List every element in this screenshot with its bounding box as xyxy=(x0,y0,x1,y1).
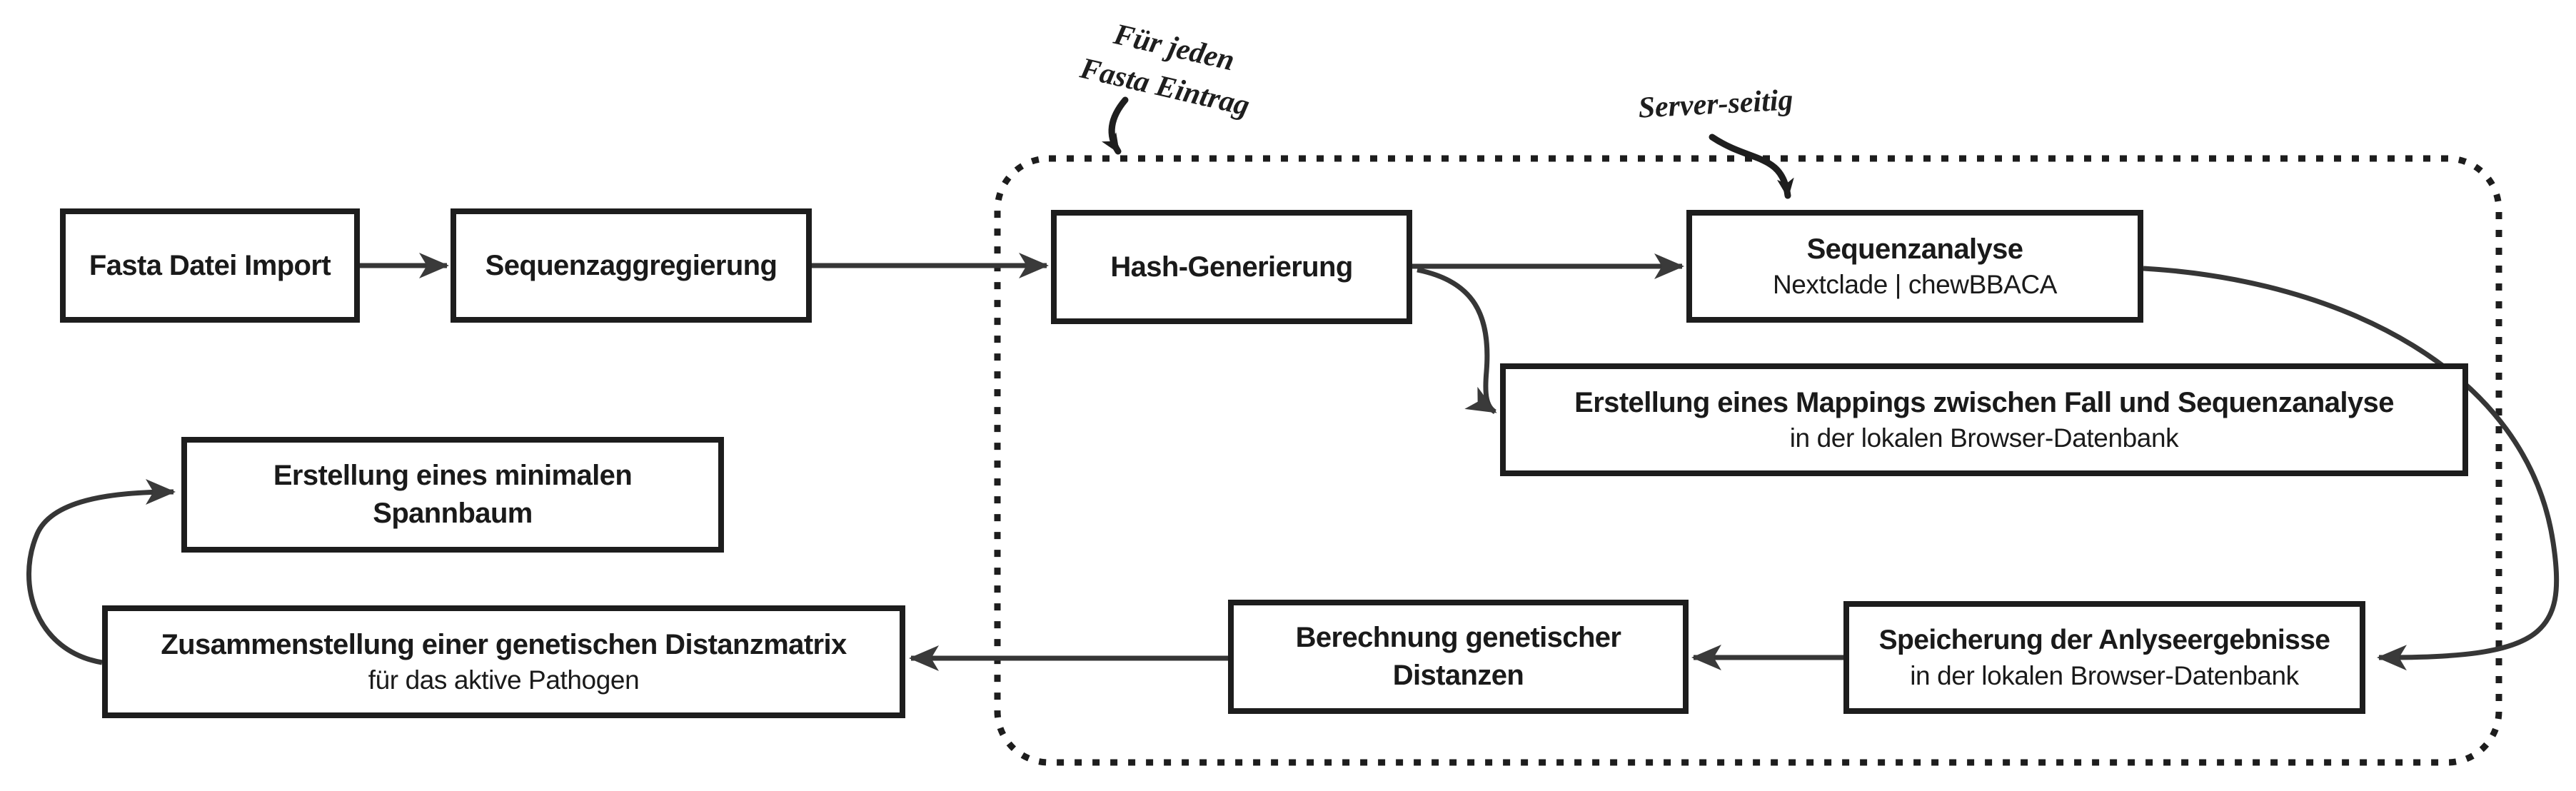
node-title: Erstellung eines minimalen Spannbaum xyxy=(273,460,633,529)
node-hash-generation: Hash-Generierung xyxy=(1051,210,1412,324)
annotation-arrow-server-side xyxy=(1709,133,1794,199)
arrow-matrix-to-spanning-tree xyxy=(26,479,176,665)
node-distance-calculation: Berechnung genetischer Distanzen xyxy=(1228,600,1689,714)
node-sequence-analysis: Sequenzanalyse Nextclade | chewBBACA xyxy=(1686,210,2143,323)
node-subtitle: in der lokalen Browser-Datenbank xyxy=(1789,423,2179,453)
node-subtitle: in der lokalen Browser-Datenbank xyxy=(1910,660,2299,690)
dotted-group-border xyxy=(994,155,2502,766)
node-title: Erstellung eines Mappings zwischen Fall … xyxy=(1574,386,2394,418)
node-fasta-import: Fasta Datei Import xyxy=(60,208,360,323)
node-title: Speicherung der Anlyseergebnisse xyxy=(1878,625,2330,656)
node-title: Hash-Generierung xyxy=(1110,251,1353,283)
node-title: Zusammenstellung einer genetischen Dista… xyxy=(161,628,847,660)
node-title: Fasta Datei Import xyxy=(89,249,331,281)
node-title: Berechnung genetischer Distanzen xyxy=(1295,622,1621,691)
node-title: Sequenzanalyse xyxy=(1806,233,2023,265)
node-subtitle: für das aktive Pathogen xyxy=(368,665,640,695)
annotation-arrow-fasta-entry xyxy=(1101,96,1129,155)
node-distance-matrix: Zusammenstellung einer genetischen Dista… xyxy=(102,605,905,718)
node-sequence-aggregation: Sequenzaggregierung xyxy=(451,208,812,323)
node-spanning-tree: Erstellung eines minimalen Spannbaum xyxy=(181,437,724,553)
node-title: Sequenzaggregierung xyxy=(485,249,778,281)
node-result-storage: Speicherung der Anlyseergebnisse in der … xyxy=(1843,601,2365,714)
node-subtitle: Nextclade | chewBBACA xyxy=(1772,270,2058,300)
arrow-analysis-to-storage xyxy=(2143,266,2560,671)
node-case-mapping: Erstellung eines Mappings zwischen Fall … xyxy=(1500,363,2468,476)
arrow-hash-to-mapping xyxy=(1417,267,1497,415)
